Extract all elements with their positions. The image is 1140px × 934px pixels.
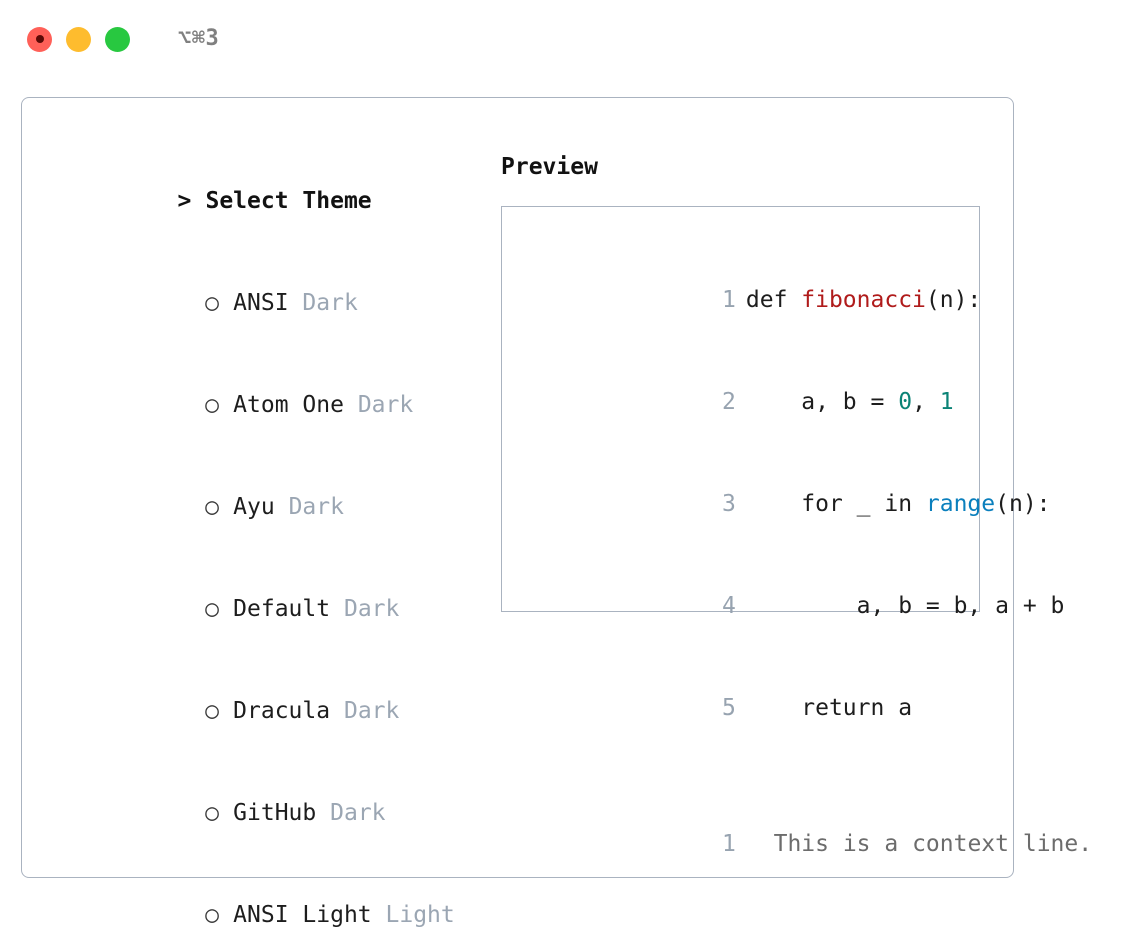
theme-name: GitHub bbox=[233, 800, 317, 826]
radio-unselected-icon: ○ bbox=[205, 902, 220, 928]
radio-unselected-icon: ○ bbox=[205, 698, 220, 724]
theme-variant: Dark bbox=[343, 698, 400, 724]
theme-variant: Dark bbox=[288, 494, 344, 520]
keyboard-shortcut-label: ⌥⌘3 bbox=[178, 26, 220, 51]
theme-list-item[interactable]: ○ Default Dark bbox=[39, 558, 489, 660]
code-token: , bbox=[912, 389, 940, 415]
theme-name: Atom One bbox=[233, 392, 344, 418]
code-line: 5 return a bbox=[516, 657, 979, 759]
code-token: a, b = bbox=[745, 389, 899, 415]
theme-name: Ayu bbox=[233, 494, 275, 520]
code-token: def bbox=[745, 287, 802, 313]
prompt-caret-icon: > bbox=[177, 188, 192, 214]
diff-line-deleted: 2- This line was deleted. bbox=[516, 895, 1078, 934]
code-line: 3 for _ in range(n): bbox=[516, 453, 1051, 555]
theme-list-item[interactable]: ○ Dracula Dark bbox=[39, 660, 489, 762]
theme-name: Dracula bbox=[233, 698, 331, 724]
theme-list-item[interactable]: ○ Atom One Dark bbox=[39, 354, 489, 456]
radio-unselected-icon: ○ bbox=[205, 290, 220, 316]
close-button[interactable] bbox=[27, 26, 52, 52]
zoom-button[interactable] bbox=[105, 26, 130, 52]
radio-unselected-icon: ○ bbox=[205, 494, 220, 520]
diff-text: This is a context line. bbox=[773, 831, 1093, 857]
radio-unselected-icon: ○ bbox=[205, 800, 220, 826]
minimize-button[interactable] bbox=[66, 26, 91, 52]
theme-selector-column: > Select Theme ○ ANSI Dark ○ Atom One Dark … bbox=[39, 150, 489, 934]
code-token: 0 bbox=[898, 389, 913, 415]
code-line: 1 def fibonacci(n): bbox=[516, 249, 982, 351]
code-token: fibonacci bbox=[801, 287, 926, 313]
code-line: 4 a, b = b, a + b bbox=[516, 555, 1064, 657]
theme-name: ANSI bbox=[233, 290, 289, 316]
diff-spacer bbox=[516, 759, 979, 793]
diff-marker bbox=[746, 831, 760, 857]
select-theme-header: > Select Theme bbox=[39, 150, 489, 252]
diff-line-context: 1 This is a context line. bbox=[516, 793, 1092, 895]
line-number: 3 bbox=[722, 491, 736, 517]
theme-variant: Dark bbox=[330, 800, 386, 826]
radio-unselected-icon: ○ bbox=[205, 596, 220, 622]
theme-name: Default bbox=[233, 596, 331, 622]
theme-variant: Light bbox=[385, 902, 455, 928]
theme-variant: Dark bbox=[343, 596, 400, 622]
radio-unselected-icon: ○ bbox=[205, 392, 220, 418]
theme-variant: Dark bbox=[302, 290, 358, 316]
theme-variant: Dark bbox=[357, 392, 414, 418]
line-number: 1 bbox=[722, 287, 736, 313]
code-token: range bbox=[925, 491, 996, 517]
theme-list-item[interactable]: ○ ANSI Light Light bbox=[39, 864, 489, 934]
select-theme-header-label: Select Theme bbox=[205, 188, 372, 214]
preview-title: Preview bbox=[501, 154, 598, 180]
code-token: (n): bbox=[995, 491, 1051, 517]
code-token: for _ in bbox=[745, 491, 926, 517]
code-token: a, b = b, a + b bbox=[745, 593, 1065, 619]
line-number: 4 bbox=[722, 593, 736, 619]
code-line: 2 a, b = 0, 1 bbox=[516, 351, 979, 453]
code-token: (n): bbox=[925, 287, 982, 313]
traffic-lights bbox=[27, 26, 130, 52]
diff-sample: 1 This is a context line. 2- This line w… bbox=[516, 793, 1092, 934]
line-number: 2 bbox=[710, 929, 736, 934]
theme-name: ANSI Light bbox=[233, 902, 372, 928]
theme-list-item[interactable]: ○ Ayu Dark bbox=[39, 456, 489, 558]
theme-list-item[interactable]: ○ ANSI Dark bbox=[39, 252, 489, 354]
title-bar: ⌥⌘3 bbox=[0, 0, 1140, 78]
main-panel: > Select Theme ○ ANSI Dark ○ Atom One Dark … bbox=[21, 97, 1092, 934]
code-token: return a bbox=[745, 695, 913, 721]
line-number: 5 bbox=[722, 695, 736, 721]
code-token: 1 bbox=[939, 389, 954, 415]
line-number: 1 bbox=[722, 831, 736, 857]
theme-list: ○ ANSI Dark ○ Atom One Dark ○ Ayu Dark ○ Def… bbox=[39, 252, 489, 934]
line-number: 2 bbox=[722, 389, 736, 415]
theme-list-item[interactable]: ○ GitHub Dark bbox=[39, 762, 489, 864]
